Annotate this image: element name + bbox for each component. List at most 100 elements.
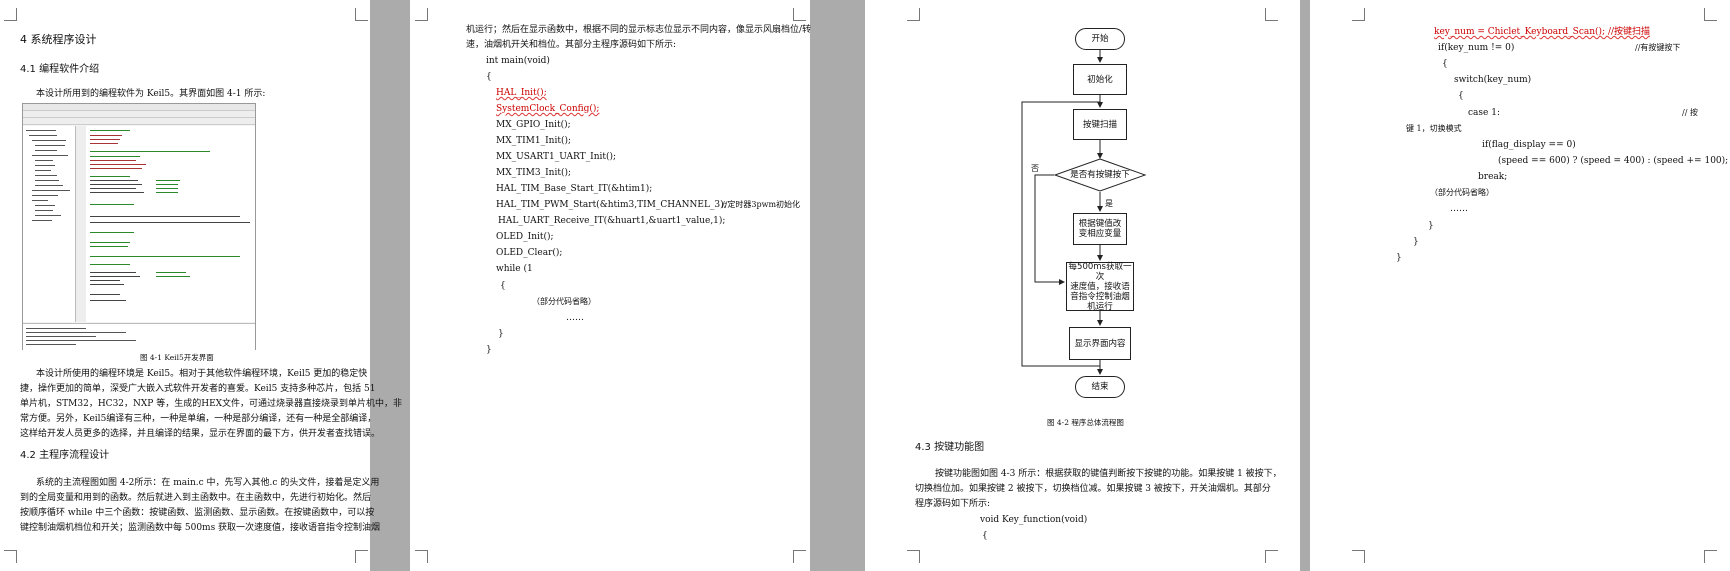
corner-mark — [793, 550, 806, 563]
code-line: if(key_num != 0) — [1438, 43, 1515, 53]
flow-change-vars: 根据键值改 变相应变量 — [1073, 213, 1127, 245]
code-line: { — [500, 281, 506, 291]
corner-mark — [1352, 550, 1365, 563]
code-line: HAL_Init(); — [496, 88, 547, 98]
ide-build-output — [23, 323, 255, 350]
code-comment: //有按键按下 — [1635, 43, 1681, 52]
flow-monitor: 每500ms获取一次 速度值，接收语 音指令控制油烟 机运行 — [1066, 262, 1134, 312]
flow-init: 初始化 — [1073, 64, 1127, 95]
flow-key-scan: 按键扫描 — [1073, 109, 1127, 140]
corner-mark — [1265, 8, 1278, 21]
section-title: 4.2 主程序流程设计 — [20, 450, 110, 461]
corner-mark — [793, 8, 806, 21]
code-line: } — [498, 329, 504, 339]
paragraph-line: 到的全局变量和用到的函数。然后就进入到主函数中。在主函数中，先进行初始化。然后 — [20, 493, 372, 503]
code-line: switch(key_num) — [1454, 75, 1532, 85]
corner-mark — [907, 550, 920, 563]
paragraph-line: 切换档位加。如果按键 2 被按下，切换档位减。如果按键 3 被按下，开关油烟机。… — [915, 484, 1271, 494]
code-line: MX_TIM1_Init(); — [496, 136, 572, 146]
paragraph-line: 单片机，STM32，HC32，NXP 等，生成的HEX文件，可通过烧录器直接烧录… — [20, 399, 403, 409]
code-text: key_num = Chiclet_Keyboard_Scan(); //按键扫… — [1434, 27, 1651, 37]
code-line: …… — [566, 313, 584, 323]
paragraph: 本设计所用到的编程软件为 Keil5。其界面如图 4-1 所示: — [36, 89, 266, 99]
code-line: MX_GPIO_Init(); — [496, 120, 571, 130]
paragraph-line: 这样给开发人员更多的选择，并且编译的结果，显示在界面的最下方，供开发者查找错误。 — [20, 429, 381, 439]
code-line: MX_USART1_UART_Init(); — [496, 152, 617, 162]
figure-caption: 图 4-1 Keil5开发界面 — [140, 353, 214, 362]
ide-project-tree — [23, 126, 76, 322]
code-comment: //定时器3pwm初始化 — [722, 200, 801, 209]
paragraph-line: 捷，操作更加的简单，深受广大嵌入式软件开发者的喜爱。Keil5 支持多种芯片，包… — [20, 384, 376, 394]
flow-display: 显示界面内容 — [1069, 327, 1131, 360]
document-page-3: 开始 初始化 按键扫描 是否有按键按下 否 是 根据键值改 变相应变量 每500… — [865, 0, 1300, 571]
ide-toolbar — [23, 111, 255, 118]
code-line: } — [1428, 221, 1434, 231]
section-title: 4.1 编程软件介绍 — [20, 64, 100, 75]
paragraph-line: 键控制油烟机档位和开关；监测函数中每 500ms 获取一次速度值，接收语音指令控… — [20, 523, 381, 533]
code-line: HAL_UART_Receive_IT(&huart1,&uart1_value… — [498, 216, 726, 226]
paragraph-line: 本设计所使用的编程环境是 Keil5。相对于其他软件编程环境，Keil5 更加的… — [36, 369, 368, 379]
code-line: 键 1，切换模式 — [1406, 124, 1462, 133]
code-line: { — [486, 72, 492, 82]
flow-yes-label: 是 — [1105, 199, 1113, 208]
document-page-4: key_num = Chiclet_Keyboard_Scan(); //按键扫… — [1310, 0, 1730, 571]
code-line: } — [486, 345, 492, 355]
code-line: int main(void) — [486, 56, 550, 66]
code-line: break; — [1478, 172, 1508, 182]
code-line: OLED_Init(); — [496, 232, 554, 242]
document-page-2: 机运行；然后在显示函数中，根据不同的显示标志位显示不同内容，像显示风扇档位/转 … — [410, 0, 812, 571]
flow-decision-label: 是否有按键按下 — [1070, 170, 1130, 180]
ide-toolbar — [23, 118, 255, 125]
code-line: (speed == 600) ? (speed = 400) : (speed … — [1498, 156, 1729, 166]
ide-editor — [76, 126, 255, 322]
corner-mark — [355, 550, 368, 563]
code-line: if(flag_display == 0) — [1482, 140, 1576, 150]
corner-mark — [1704, 550, 1717, 563]
code-line: HAL_TIM_Base_Start_IT(&htim1); — [496, 184, 653, 194]
flow-decision — [1053, 158, 1147, 192]
code-line: key_num = Chiclet_Keyboard_Scan(); //按键扫… — [1434, 26, 1650, 38]
corner-mark — [415, 550, 428, 563]
code-comment: // 按 — [1682, 108, 1698, 117]
paragraph-line: 程序源码如下所示: — [915, 499, 991, 509]
code-line: HAL_TIM_PWM_Start(&htim3,TIM_CHANNEL_3); — [496, 200, 727, 210]
corner-mark — [1352, 8, 1365, 21]
code-line: …… — [1450, 204, 1468, 214]
paragraph-line: 按顺序循环 while 中三个函数：按键函数、监测函数、显示函数。在按键函数中，… — [20, 508, 375, 518]
code-line: case 1: — [1468, 108, 1500, 118]
document-page-1: 4 系统程序设计 4.1 编程软件介绍 本设计所用到的编程软件为 Keil5。其… — [0, 0, 402, 571]
code-line: （部分代码省略） — [532, 297, 596, 306]
paragraph-line: 机运行；然后在显示函数中，根据不同的显示标志位显示不同内容，像显示风扇档位/转 — [466, 25, 812, 35]
ide-line-gutter — [76, 126, 86, 322]
paragraph-line: 按键功能图如图 4-3 所示：根据获取的键值判断按下按键的功能。如果按键 1 被… — [935, 469, 1282, 479]
corner-mark — [355, 8, 368, 21]
code-line: { — [1442, 59, 1448, 69]
code-line: OLED_Clear(); — [496, 248, 563, 258]
code-line: MX_TIM3_Init(); — [496, 168, 572, 178]
flow-no-label: 否 — [1031, 164, 1039, 173]
corner-mark — [4, 8, 17, 21]
flow-start: 开始 — [1075, 28, 1125, 50]
corner-mark — [907, 8, 920, 21]
figure-caption: 图 4-2 程序总体流程图 — [1047, 418, 1124, 427]
flow-end: 结束 — [1075, 376, 1125, 398]
flowchart-connectors — [1021, 50, 1103, 375]
code-line: } — [1396, 253, 1402, 263]
corner-mark — [1704, 8, 1717, 21]
ide-menubar — [23, 104, 255, 111]
chapter-title: 4 系统程序设计 — [20, 33, 97, 46]
corner-mark — [4, 550, 17, 563]
code-line: （部分代码省略） — [1430, 188, 1494, 197]
code-line: SystemClock_Config(); — [496, 104, 600, 114]
corner-mark — [415, 8, 428, 21]
code-line: { — [982, 531, 988, 541]
paragraph-line: 系统的主流程图如图 4-2所示：在 main.c 中，先写入其他.c 的头文件，… — [36, 478, 380, 488]
paragraph-line: 速，油烟机开关和档位。其部分主程序源码如下所示: — [466, 40, 677, 50]
code-line: { — [1458, 91, 1464, 101]
code-line: while (1 — [496, 264, 533, 274]
keil5-screenshot — [22, 103, 256, 350]
code-line: } — [1413, 237, 1419, 247]
corner-mark — [1265, 550, 1278, 563]
section-title: 4.3 按键功能图 — [915, 442, 985, 453]
code-line: void Key_function(void) — [980, 515, 1088, 525]
